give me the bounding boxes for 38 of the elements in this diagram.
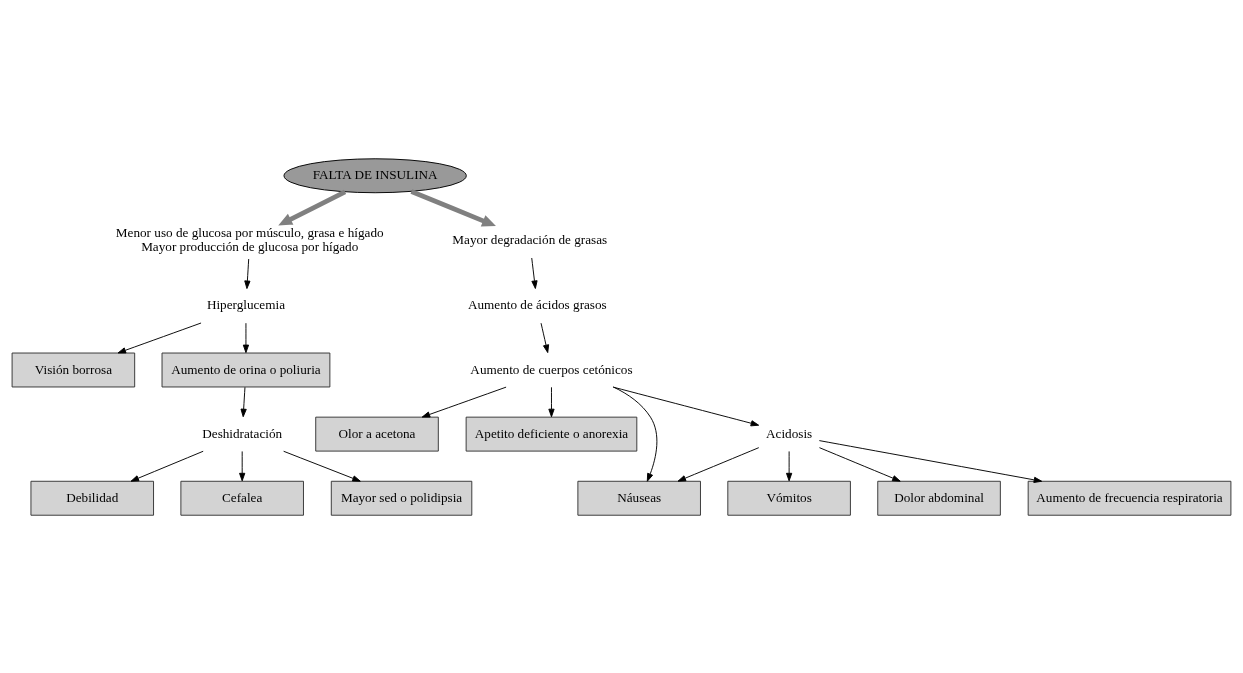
arrow: [117, 322, 202, 353]
arrow: [240, 386, 247, 417]
node-text: Aumento de cuerpos cetónicos: [470, 360, 633, 376]
node-box: Aumento de orina o poliuria: [161, 352, 331, 387]
node-box: Apetito deficiente o anorexia: [465, 416, 638, 452]
node-box: Debilidad: [30, 480, 154, 516]
arrow: [244, 258, 251, 289]
arrow: [818, 439, 1043, 483]
arrow: [548, 386, 555, 417]
arrow: [278, 189, 347, 225]
arrow: [421, 386, 507, 418]
node-box: Cefalea: [180, 480, 304, 516]
arrow: [540, 322, 550, 353]
node-text: Menor uso de glucosa por músculo, grasa e hígado Mayor producción de glucosa por hígado: [115, 224, 384, 254]
node-text: Acidosis: [766, 425, 813, 441]
node-box: Dolor abdominal: [877, 480, 1001, 516]
node-box: Visión borrosa: [11, 352, 136, 387]
node-box: Olor a acetona: [315, 416, 439, 452]
node-text: Aumento de ácidos grasos: [467, 296, 607, 312]
node-text: Deshidratación: [202, 425, 283, 441]
arrow: [130, 450, 204, 482]
arrow: [612, 386, 658, 482]
arrow: [283, 450, 361, 482]
node-text: Mayor degradación de grasas: [452, 231, 608, 247]
arrow: [819, 446, 901, 482]
arrow: [410, 188, 496, 226]
arrow: [677, 446, 760, 482]
node-box: Vómitos: [727, 480, 851, 516]
node-box: Mayor sed o polidipsia: [330, 480, 473, 516]
arrow: [239, 450, 246, 481]
arrow: [531, 257, 538, 289]
arrow: [242, 322, 250, 353]
node-box: Náuseas: [577, 480, 701, 516]
arrow: [612, 386, 760, 426]
arrow: [786, 450, 793, 481]
node-text: Hiperglucemia: [206, 296, 286, 312]
node-box: Aumento de frecuencia respiratoria: [1027, 480, 1232, 516]
node-ellipse: FALTA DE INSULINA: [283, 157, 467, 193]
